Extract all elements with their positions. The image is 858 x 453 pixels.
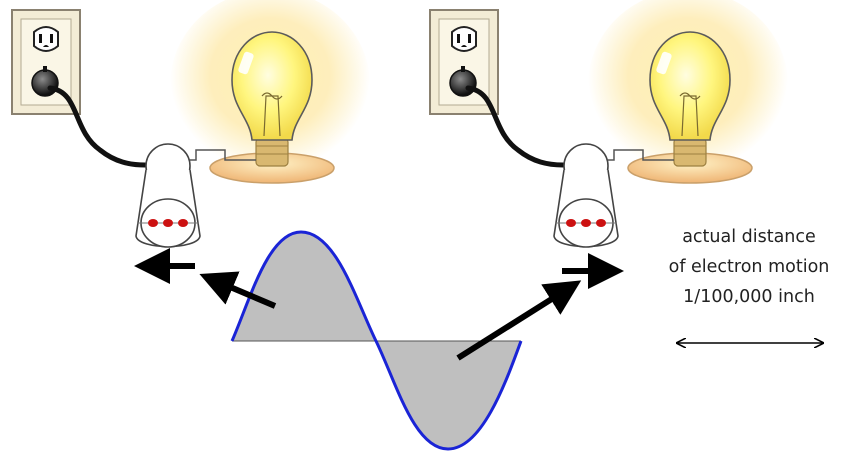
negative-half-pointer-arrow: [456, 280, 582, 361]
electron-distance-caption: actual distance of electron motion 1/100…: [640, 222, 858, 312]
electron-icon: [581, 219, 591, 227]
wall-outlet-icon: [429, 9, 499, 115]
right-bulb-wire: [608, 149, 674, 161]
wave-curve: [230, 230, 523, 451]
wall-outlet-icon: [11, 9, 81, 115]
electron-icon: [163, 219, 173, 227]
wave-negative-half: [376, 341, 521, 449]
right-power-cord: [465, 85, 566, 168]
electron-icon: [566, 219, 576, 227]
left-circuit: [11, 0, 370, 284]
plug-icon: [553, 143, 619, 248]
caption-line-2: of electron motion: [668, 257, 830, 277]
plug-icon: [135, 143, 201, 248]
right-circuit: [429, 0, 788, 289]
caption-line-1: actual distance: [682, 227, 816, 247]
left-power-cord: [47, 85, 148, 168]
electron-icon: [596, 219, 606, 227]
electron-icon: [178, 219, 188, 227]
caption-line-3: 1/100,000 inch: [683, 287, 815, 307]
electron-icon: [148, 219, 158, 227]
positive-half-pointer-arrow: [199, 271, 277, 309]
ac-sine-wave: [230, 230, 523, 451]
left-bulb-wire: [190, 149, 256, 161]
